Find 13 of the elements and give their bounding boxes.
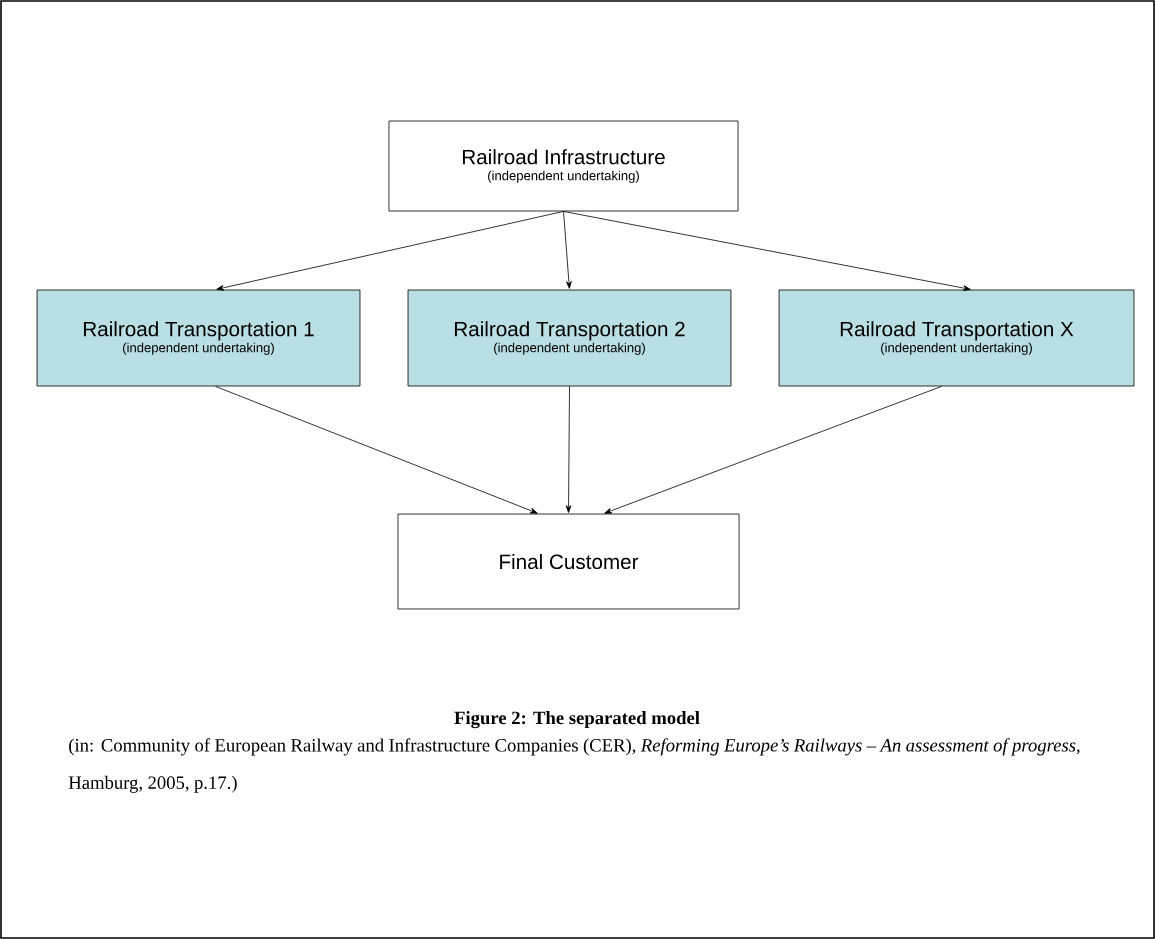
figure-title: Figure 2: The separated model xyxy=(454,711,700,729)
arrow xyxy=(215,386,538,514)
process-box: Railroad Transportation 2 (independent undertaking) xyxy=(407,289,732,387)
box: Railroad Infrastructure (independent undertaking) xyxy=(388,120,739,212)
arrow xyxy=(604,386,942,514)
arrow xyxy=(565,386,572,513)
arrow xyxy=(563,211,971,291)
arrow xyxy=(216,211,564,291)
caption: (in: Community of European Railway and Infrastructure Companies (CER), Reforming Europe’s Railways – An assessment of progress, Hamburg, 2005, p.17.) xyxy=(68,738,1080,793)
process-box: Railroad Transportation X (independent undertaking) xyxy=(778,289,1135,387)
process-box: Railroad Transportation 1 (independent undertaking) xyxy=(36,289,361,387)
arrow xyxy=(563,211,572,289)
box: Final Customer xyxy=(397,513,740,610)
